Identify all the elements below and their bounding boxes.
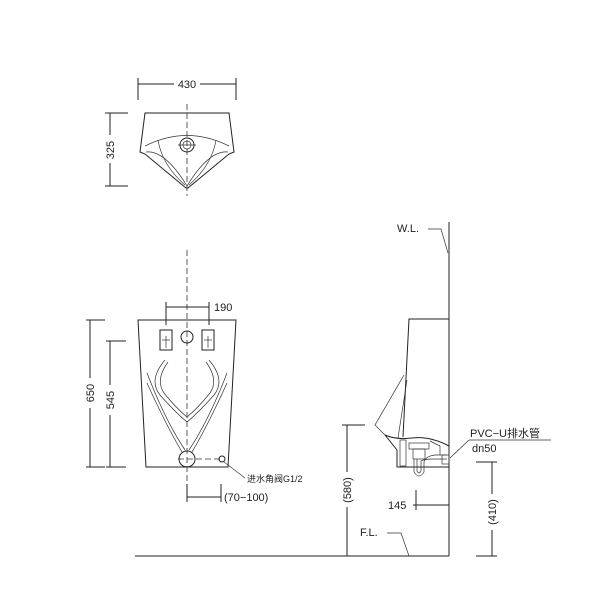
top-view-body — [139, 104, 235, 196]
side-view: W.L. F.L. (580) — [135, 222, 551, 557]
drain-height-text: (410) — [487, 499, 499, 525]
left-bracket-icon — [159, 329, 173, 351]
inlet-valve-label: 进水角阀G1/2 — [247, 473, 303, 484]
width-dim-text: 430 — [178, 79, 196, 91]
rim-height-dimension: (580) — [342, 424, 365, 556]
inlet-height-dim-text: 545 — [105, 391, 117, 409]
inlet-valve-icon — [218, 455, 226, 463]
rim-height-text: (580) — [342, 477, 354, 503]
inlet-offset-text: (70−100) — [224, 492, 268, 504]
bracket-spacing-text: 190 — [214, 302, 232, 314]
height-dimension: 650 — [85, 319, 105, 468]
bracket-spacing-dimension: 190 — [165, 302, 232, 325]
drain-pipe-size: dn50 — [472, 443, 496, 455]
drain-offset-text: 145 — [388, 500, 406, 512]
spreader-hole-icon — [180, 330, 194, 344]
drain-height-dimension: (410) — [476, 461, 499, 557]
drain-pipe-label: PVC−U排水管 — [470, 426, 540, 440]
drain-offset-dimension: 145 — [388, 490, 449, 512]
depth-dim-text: 325 — [105, 141, 117, 159]
wall-line-label: W.L. — [397, 223, 419, 235]
inlet-height-dimension: 545 — [105, 340, 126, 468]
right-bracket-icon — [201, 329, 215, 351]
top-view: 430 325 — [105, 78, 237, 196]
side-view-body — [374, 318, 450, 477]
height-dim-text: 650 — [85, 384, 97, 402]
drain-pipe-callout: PVC−U排水管 dn50 — [449, 426, 551, 459]
front-view-body: 进水角阀G1/2 — [137, 319, 303, 484]
width-dimension: 430 — [137, 78, 237, 100]
inlet-offset-dimension: (70−100) — [186, 484, 268, 504]
floor-line-label: F.L. — [360, 527, 378, 539]
front-view: 190 650 545 — [85, 250, 303, 504]
depth-dimension: 325 — [105, 112, 128, 187]
